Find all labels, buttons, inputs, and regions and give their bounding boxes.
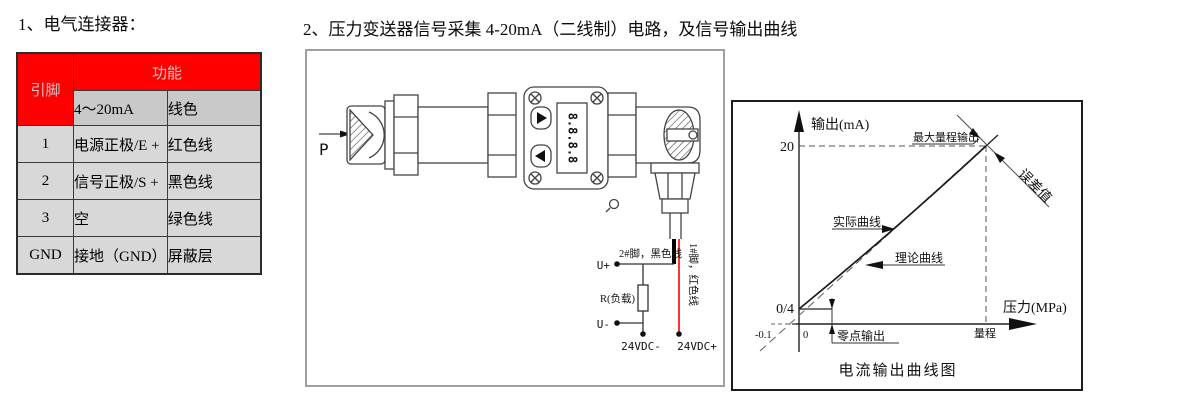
transmitter-body (417, 106, 489, 164)
function-cell: 空 (73, 199, 168, 237)
gland-flange (650, 162, 700, 174)
black-wire-label: 2#脚，黑色线 (619, 247, 682, 260)
hex-nut (607, 92, 637, 178)
output-curve-box: 误差值 最大量程输出 实际曲线 理论曲线 零点输出 输出(mA) 20 0/4 … (731, 100, 1083, 391)
theory-label-arrow-icon (865, 261, 883, 269)
function-cell: 信号正极/S + (73, 162, 168, 200)
actual-label-arrow-icon (882, 225, 895, 233)
wire-color-subheader: 线色 (166, 90, 262, 126)
error-arrow-icon (969, 128, 980, 138)
transmitter-diagram: P 8.8.8.8 U+ U- 2#脚，黑色线 1#脚，红色线 R(负载) 24… (319, 86, 717, 353)
hex-nut (487, 92, 517, 178)
max-output-leader (972, 138, 980, 145)
function-column-header: 功能 (73, 52, 262, 91)
pressure-label: P (319, 140, 329, 159)
connector-screw-icon (688, 130, 698, 140)
pin-table: 引脚 功能 4～20mA 线色 1 电源正极/E + 红色线 2 信号正极/S … (16, 52, 262, 275)
port-dome (368, 111, 385, 159)
color-cell: 绿色线 (166, 199, 262, 237)
corner-screw-icon (590, 91, 604, 105)
pin-cell: 1 (16, 125, 74, 163)
load-label: R(负载) (600, 292, 635, 305)
table-row: 3 空 绿色线 (16, 199, 262, 237)
load-resistor (637, 284, 649, 312)
table-header-row: 引脚 功能 (16, 52, 262, 126)
function-cell: 电源正极/E + (73, 125, 168, 163)
actual-curve-extension (985, 134, 999, 147)
function-cell: 接地（GND） (73, 236, 168, 275)
corner-screw-icon (590, 171, 604, 185)
table-row: GND 接地（GND） 屏蔽层 (16, 236, 262, 275)
y-tick-20: 20 (780, 140, 794, 155)
y-axis-label: 输出(mA) (811, 117, 870, 133)
error-arrow-icon (994, 152, 1005, 163)
pin-cell: 3 (16, 199, 74, 237)
u-plus-node (614, 261, 620, 267)
port-flange (384, 100, 395, 170)
error-label: 误差值 (1016, 166, 1055, 205)
magnifier-icon (608, 198, 620, 210)
left-triangle-icon (535, 150, 545, 162)
corner-screw-icon (528, 171, 542, 185)
u-plus-label: U+ (597, 259, 611, 272)
color-cell: 屏蔽层 (166, 236, 262, 275)
max-output-label: 最大量程输出 (913, 130, 979, 144)
corner-screw-icon (528, 91, 542, 105)
lcd-display (556, 102, 588, 174)
range-tick-label: 量程 (974, 327, 996, 340)
hex-nut (393, 94, 419, 176)
port-thread-hatch (349, 108, 374, 162)
u-minus-label: U- (597, 318, 610, 331)
output-curve-chart: 误差值 最大量程输出 实际曲线 理论曲线 零点输出 输出(mA) 20 0/4 … (755, 110, 1067, 379)
u-minus-node (614, 320, 620, 326)
table-subheader-row: 4～20mA 线色 (17, 90, 262, 126)
vdc-minus-node (640, 331, 646, 337)
x-axis-label: 压力(MPa) (1003, 300, 1067, 316)
signal-subheader: 4～20mA (73, 90, 168, 126)
chart-caption: 电流输出曲线图 (838, 362, 957, 379)
gland-nut (661, 198, 689, 214)
zero-tick-label: 0 (803, 330, 808, 341)
pin-cell: GND (16, 236, 74, 275)
zero-dim-arrow-icon (829, 324, 835, 334)
x-axis-arrow-icon (1009, 318, 1037, 330)
zero-dim-arrow-icon (829, 299, 835, 309)
vdc-plus-node (676, 331, 682, 337)
neg-tick-label: -0.1 (755, 330, 772, 341)
actual-curve (798, 145, 987, 310)
section1-title: 1、电气连接器： (18, 15, 146, 34)
red-wire-label: 1#脚，红色线 (687, 243, 700, 306)
zero-output-label: 零点输出 (837, 328, 885, 343)
section2-title: 2、压力变送器信号采集 4-20mA（二线制）电路，及信号输出曲线 (303, 20, 798, 39)
actual-curve-label: 实际曲线 (833, 214, 881, 229)
color-cell: 红色线 (166, 125, 262, 163)
color-cell: 黑色线 (166, 162, 262, 200)
right-triangle-icon (537, 112, 547, 124)
table-row: 2 信号正极/S + 黑色线 (16, 162, 262, 200)
pin-cell: 2 (16, 162, 74, 200)
transmitter-diagram-box: P 8.8.8.8 U+ U- 2#脚，黑色线 1#脚，红色线 R(负载) 24… (305, 49, 725, 387)
y-axis-arrow-icon (794, 110, 804, 132)
gland-body (654, 172, 696, 200)
pin-column-header: 引脚 (16, 52, 74, 126)
lcd-value: 8.8.8.8 (566, 113, 580, 164)
theory-curve-label: 理论曲线 (895, 251, 943, 265)
zero-four-label: 0/4 (776, 302, 794, 317)
pressure-arrow-icon (340, 130, 351, 138)
vdc-plus-label: 24VDC+ (677, 340, 717, 353)
vdc-minus-label: 24VDC- (621, 340, 661, 353)
table-row: 1 电源正极/E + 红色线 (16, 125, 262, 163)
